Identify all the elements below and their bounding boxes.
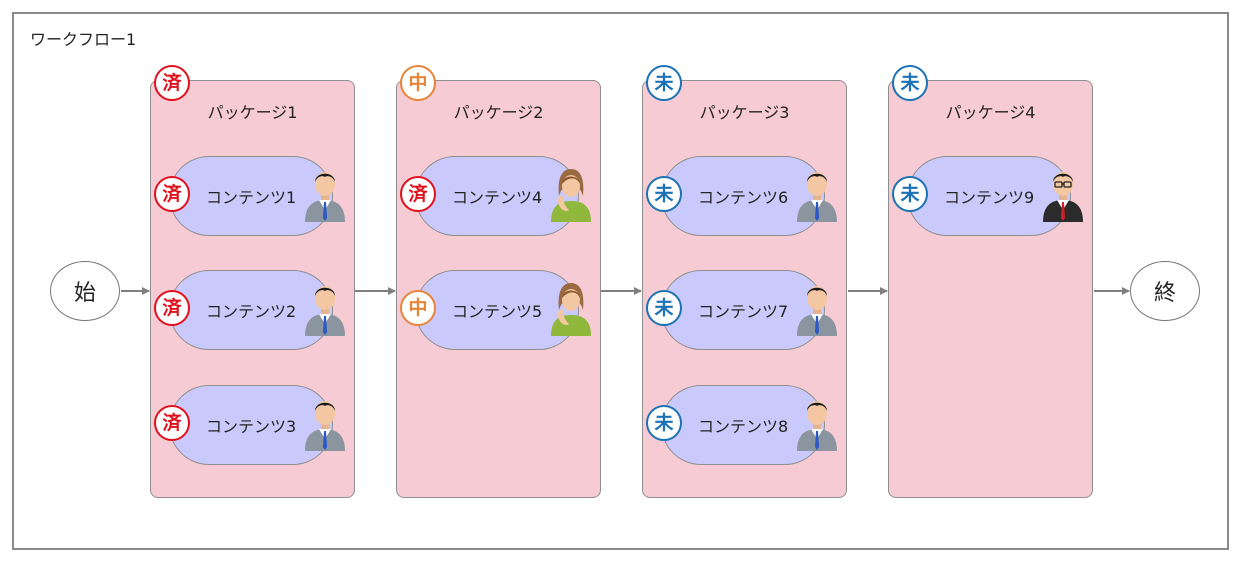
- businessman-icon: [795, 395, 839, 451]
- package-4[interactable]: パッケージ4: [888, 80, 1093, 498]
- content-item[interactable]: コンテンツ9: [907, 156, 1071, 236]
- content-label: コンテンツ2: [206, 302, 297, 321]
- package-title: パッケージ3: [699, 103, 790, 122]
- content-label: コンテンツ8: [698, 417, 789, 436]
- content-label: コンテンツ7: [698, 302, 789, 321]
- businessman-icon: [795, 280, 839, 336]
- content-label: コンテンツ5: [452, 302, 543, 321]
- status-badge: 済: [154, 290, 190, 326]
- package-title: パッケージ1: [207, 103, 298, 122]
- businesswoman-icon: [549, 280, 593, 336]
- content-label: コンテンツ4: [452, 188, 543, 207]
- status-badge: 済: [154, 405, 190, 441]
- workflow-title: ワークフロー1: [30, 30, 137, 49]
- content-item[interactable]: コンテンツ5: [415, 270, 579, 350]
- content-item[interactable]: コンテンツ1: [169, 156, 333, 236]
- content-item[interactable]: コンテンツ4: [415, 156, 579, 236]
- status-badge: 未: [646, 290, 682, 326]
- content-item[interactable]: コンテンツ2: [169, 270, 333, 350]
- start-node[interactable]: 始: [50, 261, 120, 321]
- status-badge: 未: [892, 176, 928, 212]
- businesswoman-icon: [549, 166, 593, 222]
- status-badge: 中: [400, 65, 436, 101]
- status-badge: 未: [646, 176, 682, 212]
- businessman-icon: [303, 166, 347, 222]
- businessman-icon: [303, 395, 347, 451]
- content-item[interactable]: コンテンツ3: [169, 385, 333, 465]
- status-badge: 未: [646, 65, 682, 101]
- manager-icon: [1041, 166, 1085, 222]
- status-badge: 済: [154, 65, 190, 101]
- content-item[interactable]: コンテンツ7: [661, 270, 825, 350]
- workflow-frame: [12, 12, 1229, 550]
- content-label: コンテンツ6: [698, 188, 789, 207]
- status-badge: 未: [646, 405, 682, 441]
- content-label: コンテンツ1: [206, 188, 297, 207]
- end-node[interactable]: 終: [1130, 261, 1200, 321]
- status-badge: 未: [892, 65, 928, 101]
- businessman-icon: [795, 166, 839, 222]
- package-title: パッケージ2: [453, 103, 544, 122]
- status-badge: 済: [400, 176, 436, 212]
- status-badge: 済: [154, 176, 190, 212]
- content-label: コンテンツ9: [944, 188, 1035, 207]
- content-label: コンテンツ3: [206, 417, 297, 436]
- businessman-icon: [303, 280, 347, 336]
- content-item[interactable]: コンテンツ6: [661, 156, 825, 236]
- content-item[interactable]: コンテンツ8: [661, 385, 825, 465]
- package-title: パッケージ4: [945, 103, 1036, 122]
- status-badge: 中: [400, 290, 436, 326]
